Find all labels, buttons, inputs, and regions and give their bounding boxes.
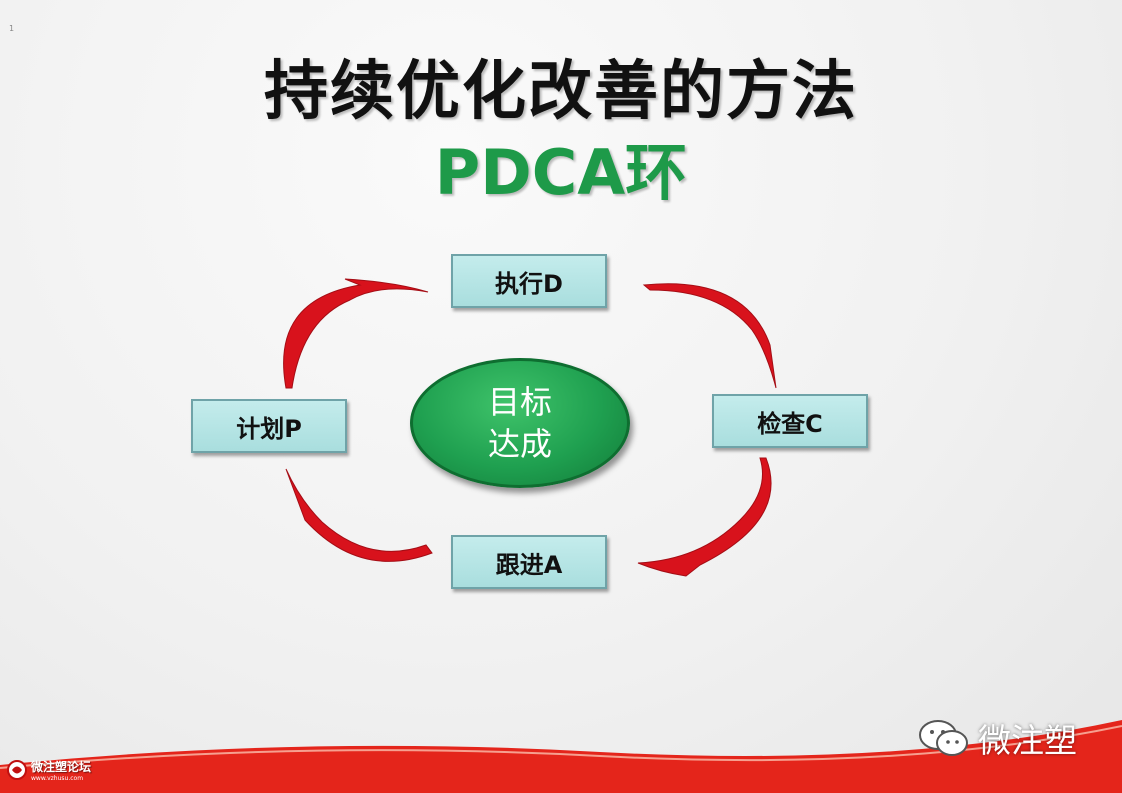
forum-url: www.vzhusu.com (31, 775, 84, 782)
step-plan-box: 计划P (191, 399, 347, 453)
step-act-label: 跟进A (495, 550, 563, 579)
goal-line-1: 目标 (487, 383, 552, 421)
step-check-box: 检查C (712, 394, 868, 448)
goal-line-2: 达成 (487, 425, 552, 463)
forum-logo: 微注塑论坛 www.vzhusu.com (6, 758, 91, 782)
step-do-label: 执行D (495, 269, 563, 298)
step-check-label: 检查C (757, 409, 823, 438)
step-act-box: 跟进A (451, 535, 607, 589)
page-subtitle: PDCA环 (434, 136, 688, 209)
arrow-do-to-check (642, 283, 777, 389)
watermark-text: 微注塑 (978, 721, 1077, 760)
step-do-box: 执行D (451, 254, 607, 308)
arrow-plan-to-do (283, 278, 429, 389)
wechat-watermark: 微注塑 (918, 714, 1077, 762)
arrow-act-to-plan (285, 468, 433, 562)
forum-name: 微注塑论坛 (31, 760, 92, 774)
arrow-check-to-act (637, 457, 772, 577)
page-title: 持续优化改善的方法 (264, 55, 858, 129)
slide-marker: 1 (9, 24, 15, 33)
wechat-icon (919, 720, 968, 756)
step-plan-label: 计划P (236, 414, 302, 443)
goal-ellipse: 目标 达成 (410, 358, 630, 488)
forum-logo-icon (7, 760, 27, 780)
